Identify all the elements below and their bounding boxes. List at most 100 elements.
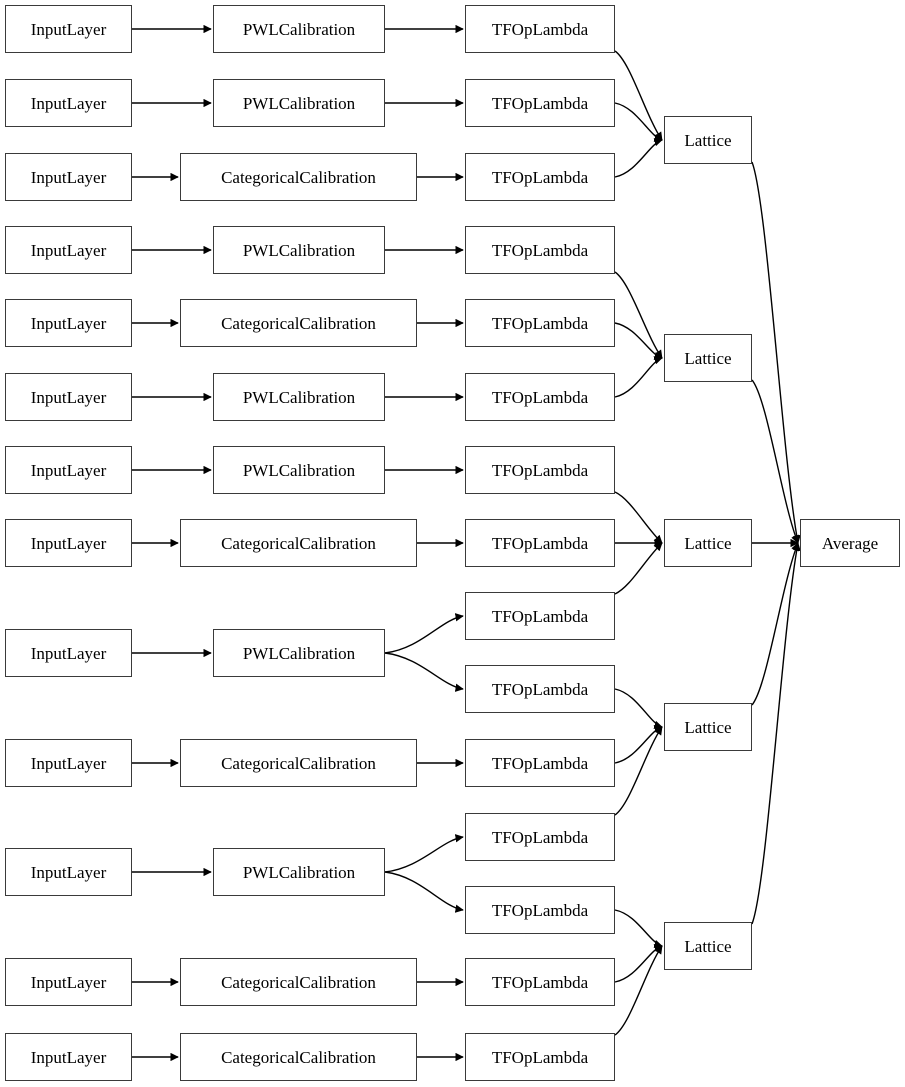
graph-node-label: TFOpLambda xyxy=(491,313,589,333)
graph-node-label: InputLayer xyxy=(30,460,107,480)
graph-node-in8: InputLayer xyxy=(5,519,132,567)
graph-node-lam15: TFOpLambda xyxy=(465,1033,615,1081)
graph-node-label: TFOpLambda xyxy=(491,753,589,773)
graph-edge-lam15-to-lat5 xyxy=(614,945,663,1036)
graph-node-avg: Average xyxy=(800,519,900,567)
graph-edge-cal11-to-lam13 xyxy=(384,871,464,913)
graph-node-label: InputLayer xyxy=(30,533,107,553)
graph-node-lam9: TFOpLambda xyxy=(465,592,615,640)
graph-node-label: PWLCalibration xyxy=(242,387,356,407)
graph-edge-lam11-to-lat4 xyxy=(614,725,663,764)
graph-node-in6: InputLayer xyxy=(5,373,132,421)
graph-node-lam1: TFOpLambda xyxy=(465,5,615,53)
graph-node-lam12: TFOpLambda xyxy=(465,813,615,861)
graph-node-lam4: TFOpLambda xyxy=(465,226,615,274)
graph-node-in3: InputLayer xyxy=(5,153,132,201)
graph-node-label: InputLayer xyxy=(30,1047,107,1067)
graph-node-label: InputLayer xyxy=(30,93,107,113)
graph-node-label: TFOpLambda xyxy=(491,827,589,847)
graph-node-cal13: CategoricalCalibration xyxy=(180,1033,417,1081)
graph-node-label: Lattice xyxy=(684,130,732,150)
graph-node-lam11: TFOpLambda xyxy=(465,739,615,787)
graph-node-in9: InputLayer xyxy=(5,629,132,677)
graph-node-label: PWLCalibration xyxy=(242,862,356,882)
graph-node-label: InputLayer xyxy=(30,19,107,39)
graph-node-lam6: TFOpLambda xyxy=(465,373,615,421)
graph-node-cal7: PWLCalibration xyxy=(213,446,385,494)
graph-node-lam3: TFOpLambda xyxy=(465,153,615,201)
graph-node-lat5: Lattice xyxy=(664,922,752,970)
graph-node-label: InputLayer xyxy=(30,972,107,992)
graph-node-label: TFOpLambda xyxy=(491,533,589,553)
graph-node-in13: InputLayer xyxy=(5,1033,132,1081)
graph-node-cal5: CategoricalCalibration xyxy=(180,299,417,347)
graph-node-label: Lattice xyxy=(684,348,732,368)
graph-node-label: PWLCalibration xyxy=(242,93,356,113)
graph-node-in7: InputLayer xyxy=(5,446,132,494)
graph-node-label: InputLayer xyxy=(30,643,107,663)
graph-node-lat4: Lattice xyxy=(664,703,752,751)
graph-node-cal11: PWLCalibration xyxy=(213,848,385,896)
graph-node-label: CategoricalCalibration xyxy=(221,753,376,773)
graph-edge-lam12-to-lat4 xyxy=(614,726,663,816)
graph-node-label: TFOpLambda xyxy=(491,679,589,699)
graph-node-label: CategoricalCalibration xyxy=(221,972,376,992)
graph-edge-lat2-to-avg xyxy=(751,379,800,544)
graph-edge-lam4-to-lat2 xyxy=(614,271,663,359)
graph-edge-lat5-to-avg xyxy=(751,542,801,925)
graph-node-in4: InputLayer xyxy=(5,226,132,274)
graph-edge-cal9-to-lam10 xyxy=(384,652,464,692)
graph-node-label: TFOpLambda xyxy=(491,19,589,39)
graph-node-label: PWLCalibration xyxy=(242,240,356,260)
graph-node-label: InputLayer xyxy=(30,387,107,407)
graph-node-cal9: PWLCalibration xyxy=(213,629,385,677)
graph-node-label: TFOpLambda xyxy=(491,387,589,407)
graph-node-label: TFOpLambda xyxy=(491,900,589,920)
graph-node-label: Lattice xyxy=(684,717,732,737)
graph-node-cal12: CategoricalCalibration xyxy=(180,958,417,1006)
graph-edge-lam5-to-lat2 xyxy=(614,322,663,361)
graph-node-lam7: TFOpLambda xyxy=(465,446,615,494)
graph-node-in11: InputLayer xyxy=(5,848,132,896)
graph-node-label: InputLayer xyxy=(30,313,107,333)
graph-node-lam14: TFOpLambda xyxy=(465,958,615,1006)
graph-edge-cal9-to-lam9 xyxy=(384,613,464,654)
graph-edge-cal11-to-lam12 xyxy=(384,834,464,873)
graph-node-label: CategoricalCalibration xyxy=(221,533,376,553)
graph-node-label: CategoricalCalibration xyxy=(221,1047,376,1067)
graph-node-label: Lattice xyxy=(684,533,732,553)
graph-node-label: TFOpLambda xyxy=(491,460,589,480)
graph-node-in10: InputLayer xyxy=(5,739,132,787)
graph-node-label: InputLayer xyxy=(30,753,107,773)
graph-edge-lam9-to-lat3 xyxy=(614,542,663,595)
graph-node-in5: InputLayer xyxy=(5,299,132,347)
graph-node-in1: InputLayer xyxy=(5,5,132,53)
graph-node-label: PWLCalibration xyxy=(242,643,356,663)
graph-node-cal8: CategoricalCalibration xyxy=(180,519,417,567)
graph-node-lat3: Lattice xyxy=(664,519,752,567)
graph-node-in12: InputLayer xyxy=(5,958,132,1006)
graph-node-lat2: Lattice xyxy=(664,334,752,382)
graph-node-label: Lattice xyxy=(684,936,732,956)
graph-node-cal6: PWLCalibration xyxy=(213,373,385,421)
graph-edge-lam3-to-lat1 xyxy=(614,138,663,178)
graph-node-label: CategoricalCalibration xyxy=(221,167,376,187)
graph-node-label: Average xyxy=(821,533,879,553)
graph-node-label: InputLayer xyxy=(30,167,107,187)
graph-edge-lam13-to-lat5 xyxy=(614,909,663,948)
graph-edge-lam7-to-lat3 xyxy=(614,491,663,544)
graph-node-cal3: CategoricalCalibration xyxy=(180,153,417,201)
graph-node-label: TFOpLambda xyxy=(491,1047,589,1067)
graph-node-cal2: PWLCalibration xyxy=(213,79,385,127)
graph-edge-lat4-to-avg xyxy=(751,542,800,706)
graph-node-label: InputLayer xyxy=(30,862,107,882)
graph-node-lam13: TFOpLambda xyxy=(465,886,615,934)
graph-node-label: PWLCalibration xyxy=(242,19,356,39)
graph-node-in2: InputLayer xyxy=(5,79,132,127)
graph-node-cal4: PWLCalibration xyxy=(213,226,385,274)
graph-node-label: TFOpLambda xyxy=(491,240,589,260)
graph-node-label: TFOpLambda xyxy=(491,606,589,626)
graph-node-label: PWLCalibration xyxy=(242,460,356,480)
